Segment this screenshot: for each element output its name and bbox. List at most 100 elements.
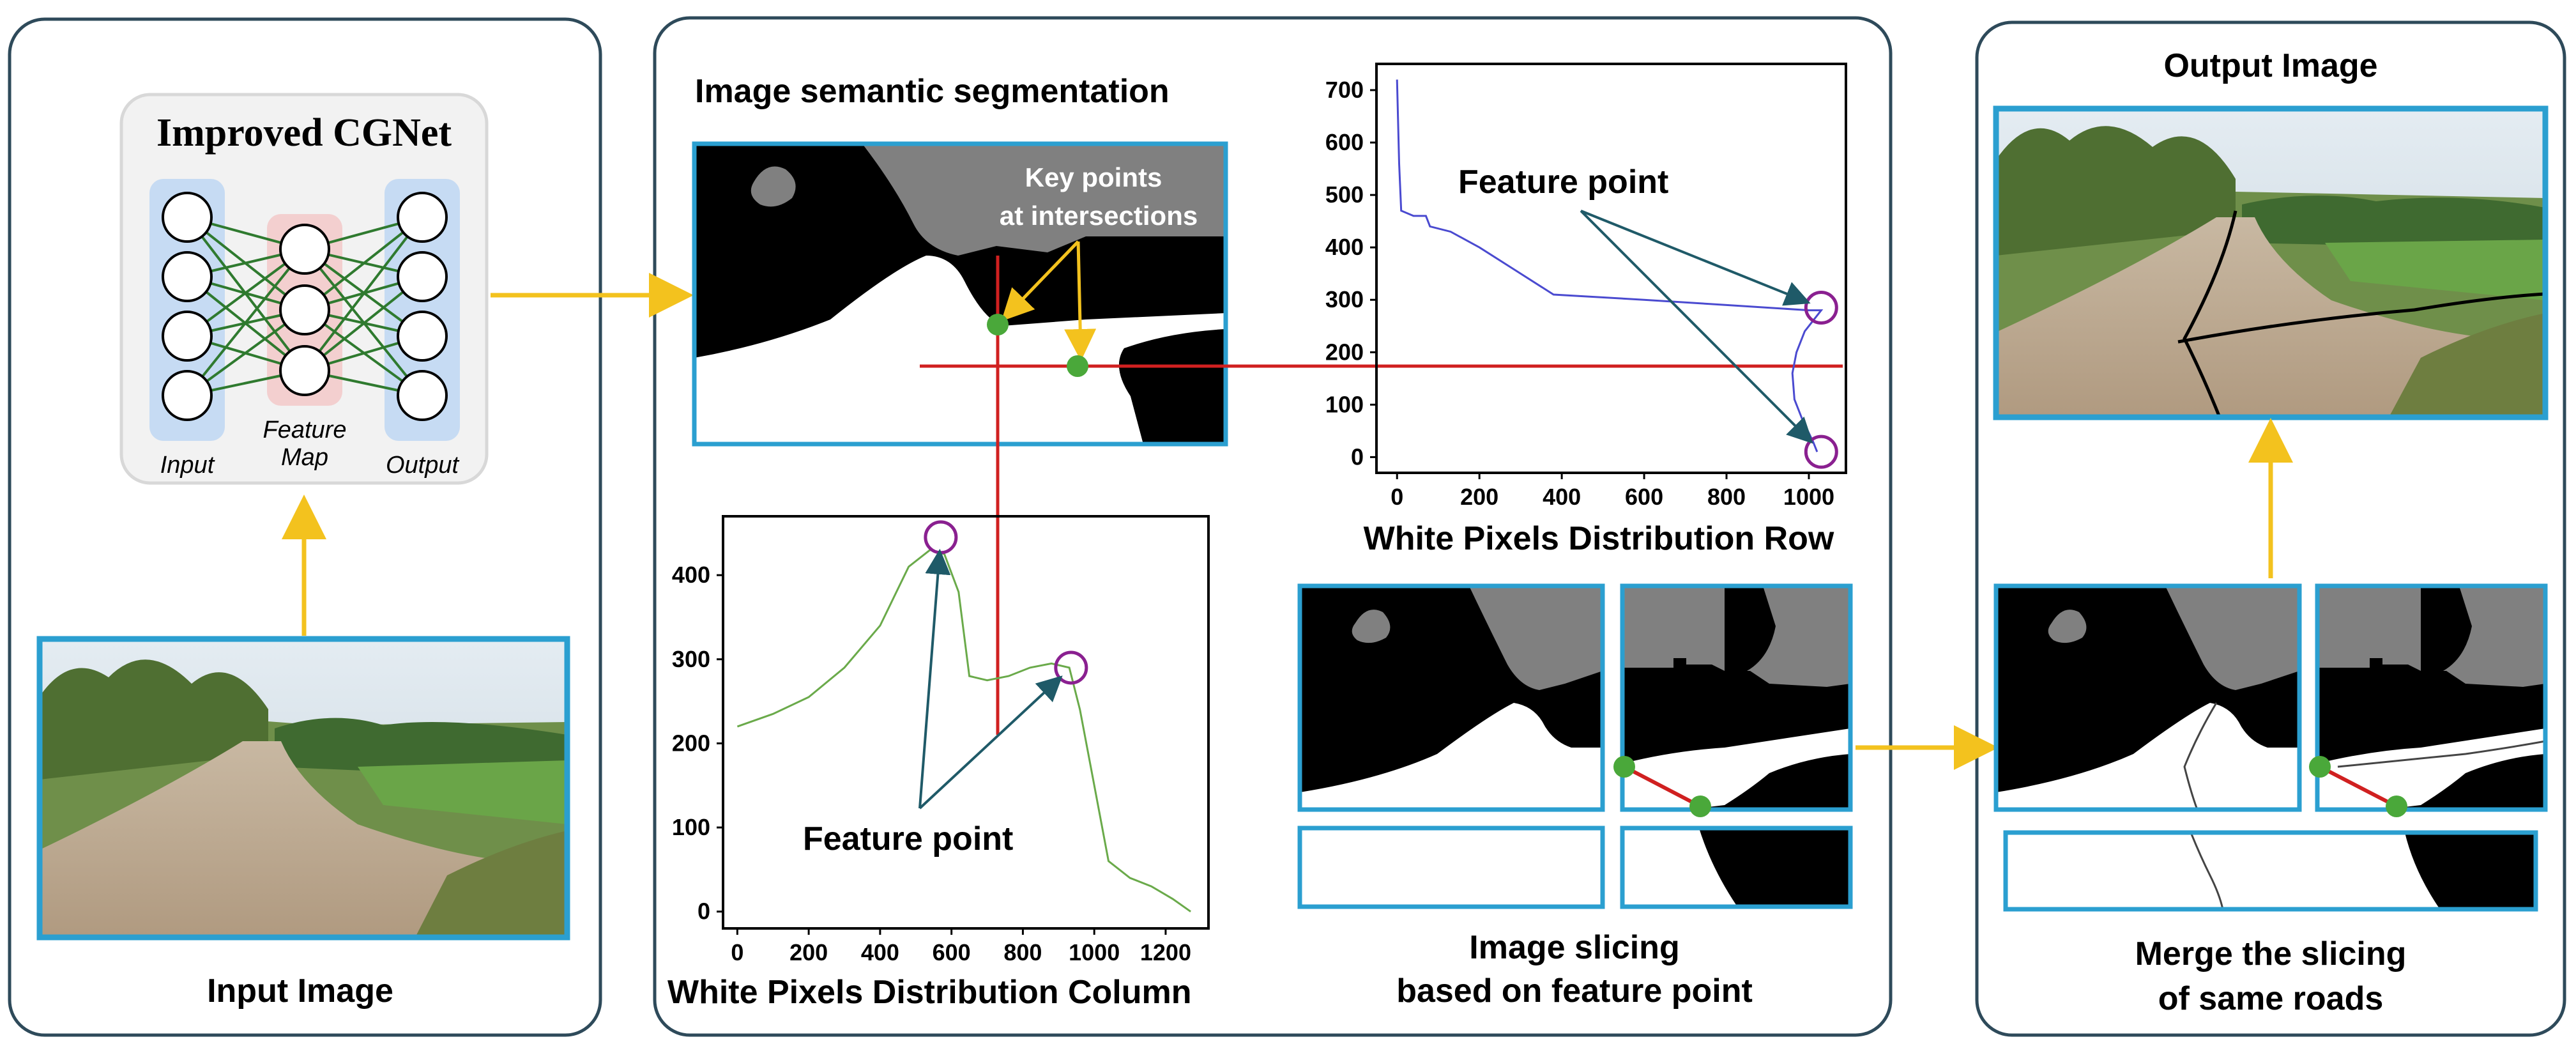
key-point-1 xyxy=(987,314,1009,335)
segmentation-image xyxy=(694,144,1226,444)
slicing-caption-line1: Image slicing xyxy=(1469,929,1679,966)
slicing-caption-line2: based on feature point xyxy=(1396,972,1753,1010)
merge-caption-line2: of same roads xyxy=(2158,980,2384,1017)
nn-node xyxy=(279,224,330,275)
feature-point-circle xyxy=(1054,650,1088,685)
feature-layer-label: Feature xyxy=(263,417,347,443)
nn-node xyxy=(279,345,330,396)
cgnet-diagram: Improved CGNet Input Feature Map Output xyxy=(119,93,489,485)
slice-4-frame xyxy=(1620,826,1853,909)
key-point-2 xyxy=(1067,355,1088,377)
x-tick-label: 0 xyxy=(1391,484,1403,510)
nn-edge xyxy=(186,248,306,397)
nn-node xyxy=(397,370,448,421)
nn-node xyxy=(162,192,213,243)
x-tick-label: 1000 xyxy=(1783,484,1834,510)
y-tick-label: 0 xyxy=(697,898,710,925)
x-tick-label: 1000 xyxy=(1069,939,1120,965)
input-image-caption: Input Image xyxy=(207,972,393,1010)
output-layer-label: Output xyxy=(386,452,460,479)
key-points-label-line2: at intersections xyxy=(1000,201,1198,231)
nn-node xyxy=(162,251,213,302)
feature-point-circle xyxy=(1804,434,1838,469)
row-feature-point-label: Feature point xyxy=(1458,164,1668,201)
row-chart-frame xyxy=(1375,63,1847,474)
column-chart-frame xyxy=(722,515,1210,930)
slice-1 xyxy=(1300,586,1603,810)
output-image-frame xyxy=(1993,105,2549,420)
nn-node xyxy=(397,251,448,302)
nn-node xyxy=(279,284,330,335)
segmentation-title: Image semantic segmentation xyxy=(695,73,1170,110)
merged-slice-1 xyxy=(1996,586,2299,810)
y-tick-label: 300 xyxy=(672,646,710,672)
merged-key-point-2 xyxy=(2386,796,2407,817)
y-tick-label: 100 xyxy=(672,814,710,840)
input-image xyxy=(40,639,567,937)
key-points-label-line1: Key points xyxy=(1025,162,1162,192)
nn-node xyxy=(397,311,448,362)
feature-point-circle xyxy=(1804,291,1838,325)
input-layer-label: Input xyxy=(160,452,215,479)
y-tick-label: 500 xyxy=(1325,181,1364,208)
merged-slice-3 xyxy=(2006,833,2536,909)
slice-2-connector xyxy=(1623,765,1702,808)
x-tick-label: 200 xyxy=(1460,484,1498,510)
y-tick-label: 700 xyxy=(1325,77,1364,103)
x-tick-label: 0 xyxy=(731,939,743,965)
column-distribution-line xyxy=(736,549,1191,912)
column-feature-arrow-1 xyxy=(918,548,951,809)
row-distribution-line xyxy=(1396,79,1824,452)
y-tick-label: 200 xyxy=(1325,339,1364,365)
segmentation-frame xyxy=(692,141,1228,447)
column-feature-point-label: Feature point xyxy=(803,820,1013,857)
merged-slice-2 xyxy=(2317,586,2545,810)
row-chart-caption: White Pixels Distribution Row xyxy=(1364,520,1834,557)
nn-node xyxy=(397,192,448,243)
x-tick-label: 400 xyxy=(1543,484,1581,510)
nn-edge xyxy=(303,216,423,372)
cgnet-title: Improved CGNet xyxy=(156,111,452,155)
slice-1-frame xyxy=(1297,583,1605,812)
merge-caption-line1: Merge the slicing xyxy=(2135,935,2407,972)
merged-slice-1-frame xyxy=(1993,583,2302,812)
y-tick-label: 400 xyxy=(672,562,710,588)
output-image xyxy=(1996,109,2545,417)
map-layer-label: Map xyxy=(281,444,328,471)
slice-2-frame xyxy=(1620,583,1853,812)
x-tick-label: 600 xyxy=(1625,484,1663,510)
slice-2 xyxy=(1622,586,1850,810)
row-feature-arrow-2 xyxy=(1580,210,1813,444)
merged-slice-3-frame xyxy=(2003,830,2538,912)
merged-connector xyxy=(2319,765,2398,808)
y-tick-label: 0 xyxy=(1351,443,1364,470)
column-chart-caption: White Pixels Distribution Column xyxy=(667,974,1191,1011)
y-tick-label: 600 xyxy=(1325,129,1364,155)
y-tick-label: 300 xyxy=(1325,286,1364,312)
nn-node xyxy=(162,370,213,421)
input-image-frame xyxy=(36,636,570,941)
merged-slice-2-frame xyxy=(2315,583,2548,812)
y-tick-label: 100 xyxy=(1325,391,1364,417)
x-tick-label: 800 xyxy=(1003,939,1042,965)
x-tick-label: 200 xyxy=(789,939,828,965)
column-feature-arrow-2 xyxy=(918,675,1063,810)
row-feature-arrow-1 xyxy=(1580,210,1811,306)
merged-key-point-1 xyxy=(2309,756,2331,778)
slice-3-frame xyxy=(1297,826,1605,909)
x-tick-label: 800 xyxy=(1707,484,1746,510)
nn-nodes xyxy=(162,192,448,421)
slice-2-key-point-1 xyxy=(1613,756,1635,778)
x-tick-label: 400 xyxy=(861,939,899,965)
nn-node xyxy=(162,311,213,362)
y-tick-label: 200 xyxy=(672,730,710,756)
slice-2-key-point-2 xyxy=(1689,796,1711,817)
x-tick-label: 1200 xyxy=(1140,939,1191,965)
output-image-title: Output Image xyxy=(2163,47,2377,84)
y-tick-label: 400 xyxy=(1325,234,1364,260)
key-point-pointer-2 xyxy=(1064,241,1097,361)
key-point-pointer-1 xyxy=(1001,240,1079,321)
